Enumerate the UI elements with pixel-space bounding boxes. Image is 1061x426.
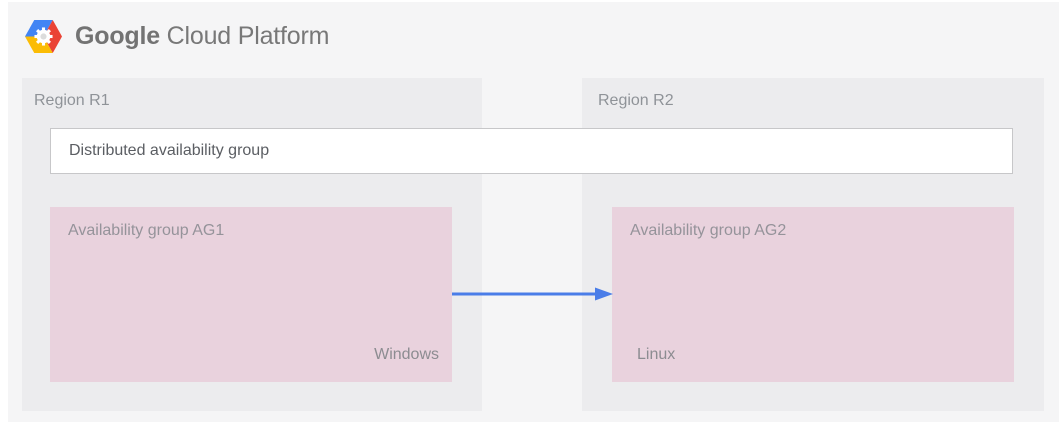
distributed-availability-group-label: Distributed availability group bbox=[69, 142, 270, 159]
distributed-availability-group-box: Distributed availability group bbox=[50, 128, 1013, 174]
brand-cloud-platform: Cloud Platform bbox=[166, 21, 330, 50]
region-r1-label: Region R1 bbox=[34, 92, 110, 109]
replication-arrow-icon bbox=[452, 287, 613, 301]
diagram-canvas: Google Cloud Platform Region R1 Region R… bbox=[8, 2, 1059, 422]
availability-group-ag1-label: Availability group AG1 bbox=[68, 222, 225, 239]
region-r2-label: Region R2 bbox=[598, 92, 674, 109]
availability-group-ag2-label: Availability group AG2 bbox=[630, 222, 787, 239]
brand-wordmark: Google Cloud Platform bbox=[75, 22, 329, 51]
header: Google Cloud Platform bbox=[25, 16, 329, 56]
ag2-os-label: Linux bbox=[637, 346, 676, 363]
ag1-os-label: Windows bbox=[374, 346, 439, 363]
brand-google: Google bbox=[75, 21, 160, 50]
gcp-hexagon-logo-icon bbox=[25, 19, 62, 53]
availability-group-ag1-box: Availability group AG1 Windows bbox=[50, 207, 452, 382]
availability-group-ag2-box: Availability group AG2 Linux bbox=[612, 207, 1014, 382]
